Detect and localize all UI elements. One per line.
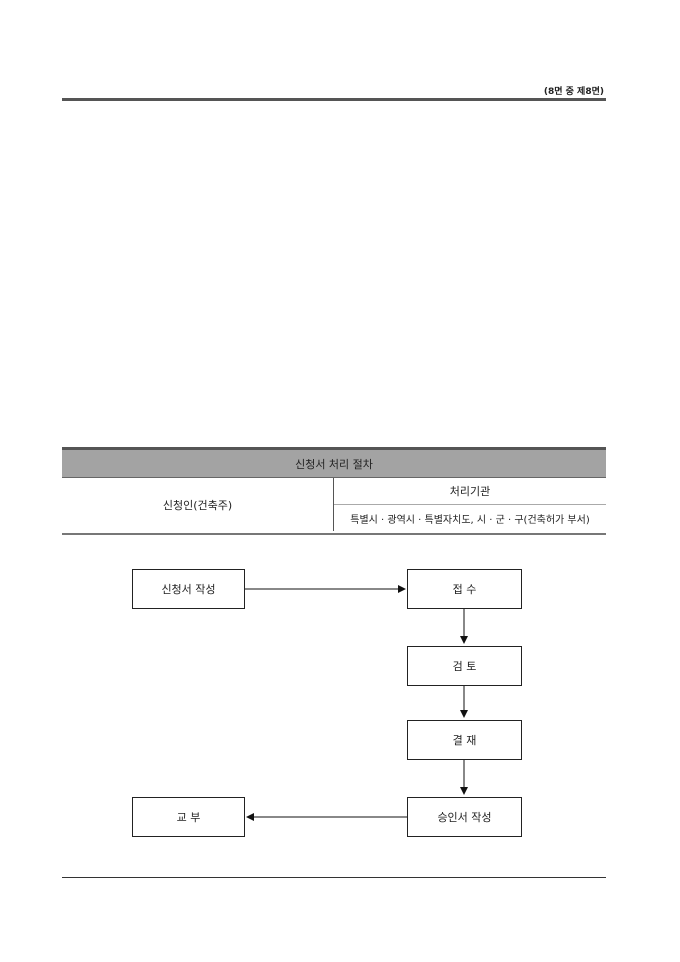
step-write-certificate: 승인서 작성 xyxy=(407,797,522,837)
table-title: 신청서 처리 절차 xyxy=(62,450,606,478)
step-review: 검 토 xyxy=(407,646,522,686)
step-approval: 결 재 xyxy=(407,720,522,760)
applicant-cell: 신청인(건축주) xyxy=(62,478,334,531)
bottom-rule xyxy=(62,877,606,878)
step-issue: 교 부 xyxy=(132,797,245,837)
procedure-table: 신청서 처리 절차 신청인(건축주) 처리기관 특별시 · 광역시 · 특별자치… xyxy=(62,447,606,535)
org-list-cell: 특별시 · 광역시 · 특별자치도, 시 · 군 · 구(건축허가 부서) xyxy=(350,514,590,526)
step-write-application: 신청서 작성 xyxy=(132,569,245,609)
top-rule xyxy=(62,98,606,101)
page-number: (8면 중 제8면) xyxy=(543,87,604,97)
step-receipt: 접 수 xyxy=(407,569,522,609)
org-title-cell: 처리기관 xyxy=(334,478,606,505)
